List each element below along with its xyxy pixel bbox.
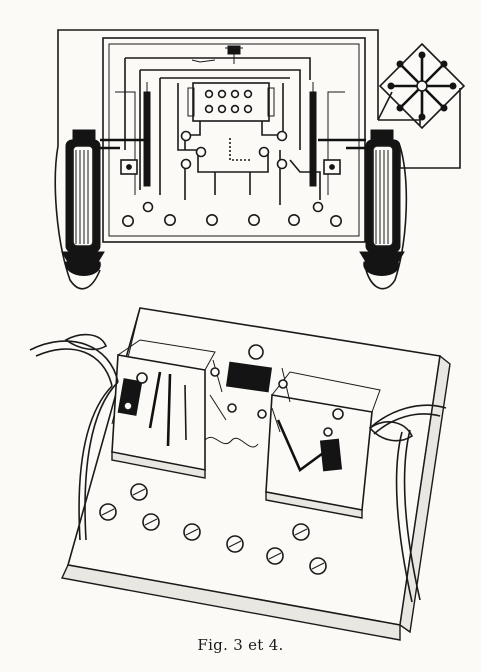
right-block [265, 371, 381, 519]
left-block [111, 339, 216, 479]
figure-caption: Fig. 3 et 4. [197, 636, 284, 654]
top-terminal [227, 45, 241, 55]
board-front-edge [60, 564, 401, 641]
terminal-board-perspective [29, 307, 451, 641]
central-relay [204, 344, 291, 448]
relay-block [192, 82, 270, 122]
bottom-terminals [122, 214, 342, 228]
middle-terminals [142, 130, 324, 213]
relay-contacts [204, 89, 253, 114]
right-handset [318, 129, 408, 290]
wiring-schematic [54, 29, 466, 290]
left-handset [54, 129, 150, 290]
right-cord [368, 404, 447, 603]
battery-switch [378, 42, 466, 130]
left-cord [29, 333, 119, 541]
board-screws [99, 483, 327, 575]
right-coil [309, 91, 317, 187]
